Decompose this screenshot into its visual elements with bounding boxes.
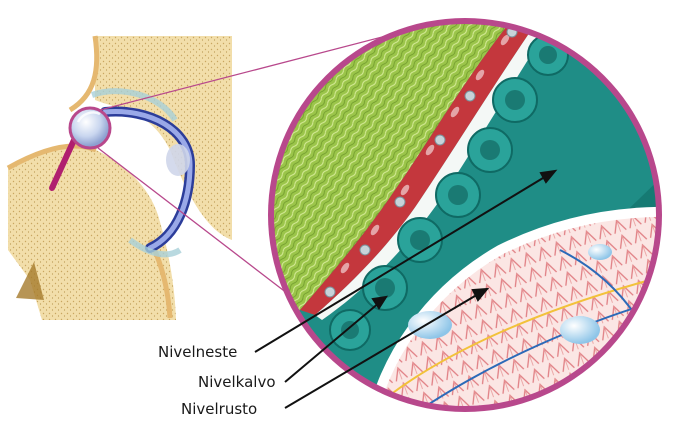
fluid-droplet xyxy=(408,311,452,339)
label-nivelkalvo: Nivelkalvo xyxy=(198,373,276,391)
hip-joint-illustration xyxy=(8,36,232,320)
label-nivelneste: Nivelneste xyxy=(158,343,237,361)
label-nivelrusto: Nivelrusto xyxy=(181,400,257,418)
magnified-view xyxy=(255,10,674,424)
